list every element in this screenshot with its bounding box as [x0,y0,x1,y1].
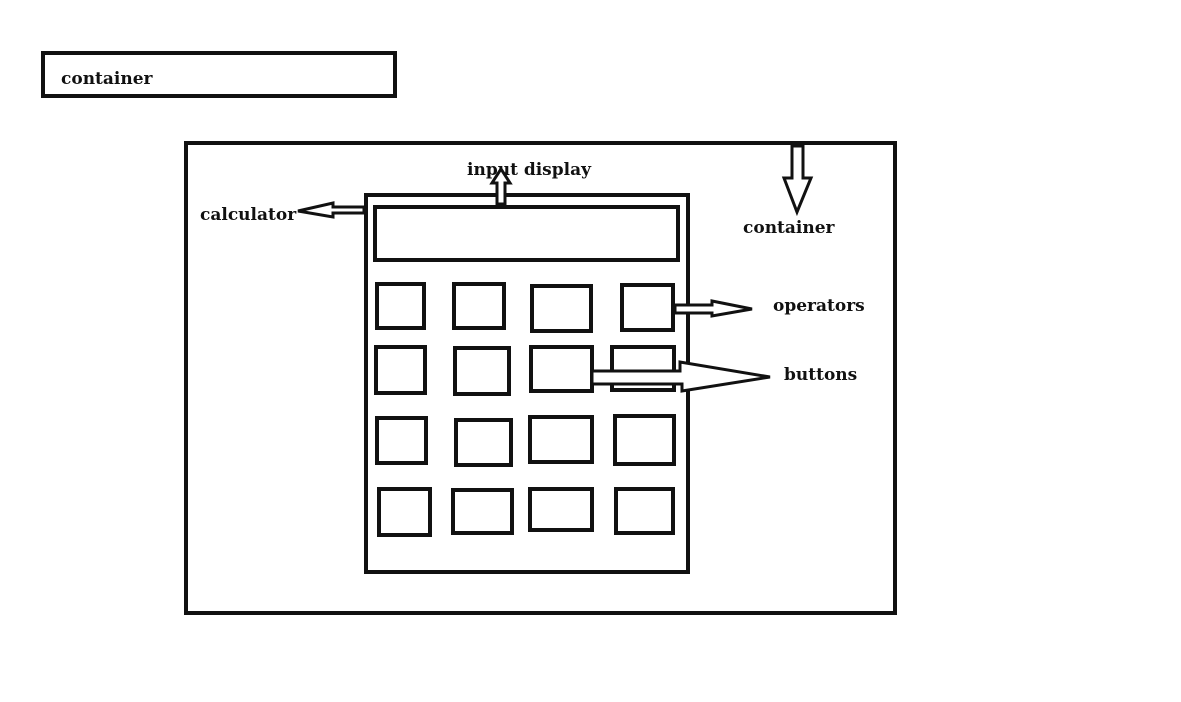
keypad-button [453,346,511,396]
keypad-button [375,282,426,330]
keypad-button [528,415,594,464]
buttons-label: buttons [784,365,858,385]
keypad-button [452,282,506,330]
operators-label: operators [773,296,865,316]
container-title-box: container [41,51,397,98]
keypad-button [614,487,675,535]
operator-button [620,283,675,332]
keypad-button [377,487,432,537]
keypad-button [375,416,428,465]
keypad-button [530,284,593,333]
keypad-button [528,487,594,532]
keypad-button [454,418,513,467]
outer-container-box [184,141,897,615]
keypad-button [610,345,676,392]
keypad-button [529,345,594,393]
container-title-label: container [61,69,153,89]
keypad-button [613,414,676,466]
keypad-button [451,488,514,535]
calculator-label: calculator [200,205,297,225]
input-display-box [373,205,680,262]
keypad-button [374,345,427,395]
container-label: container [743,218,835,238]
input-display-label: input display [467,160,591,180]
